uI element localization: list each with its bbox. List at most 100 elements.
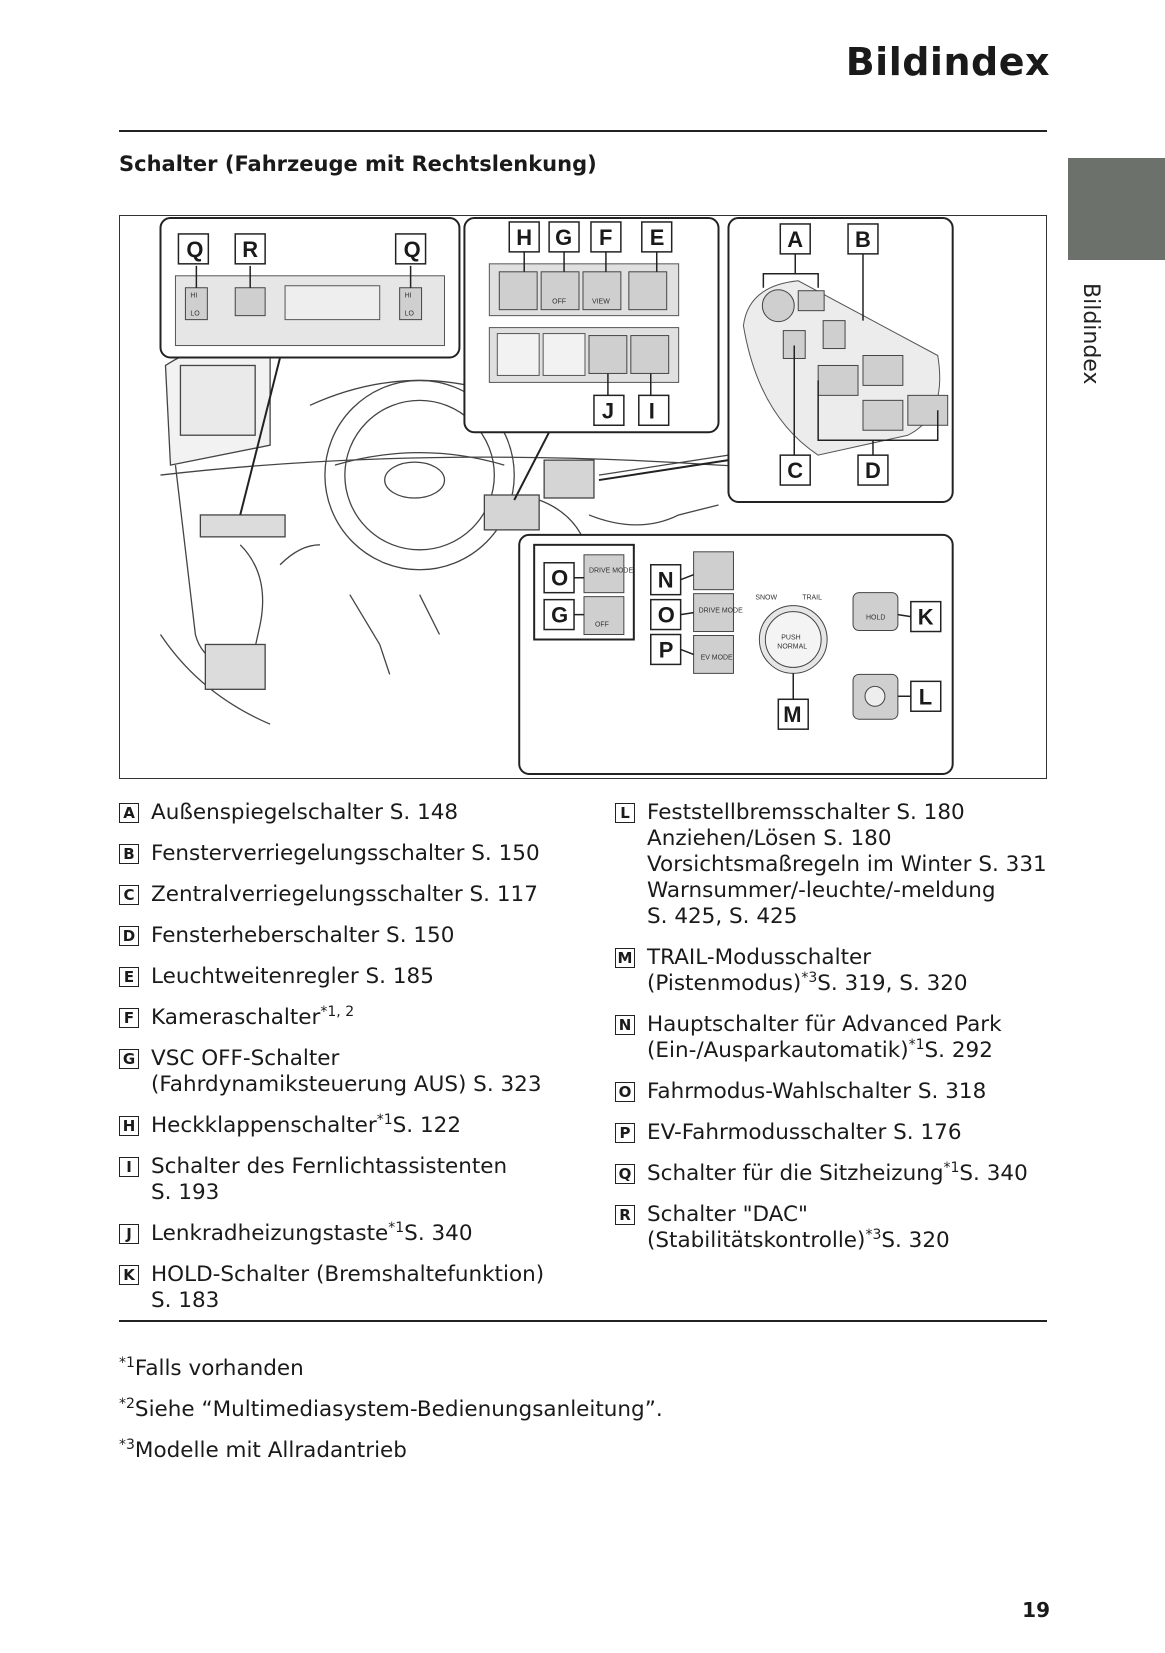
entry-text-5: S. 425, S. 425 bbox=[647, 904, 798, 929]
index-entry-h: H Heckklappenschalter*1S. 122 bbox=[119, 1113, 589, 1139]
letter-box: J bbox=[119, 1224, 139, 1244]
callout-a: A bbox=[787, 227, 803, 252]
entry-text: Hauptschalter für Advanced Park bbox=[647, 1012, 1002, 1037]
letter-box: M bbox=[615, 948, 635, 968]
callout-l: L bbox=[919, 684, 932, 709]
hold-text: HOLD bbox=[866, 615, 885, 622]
vsc-off-text: OFF bbox=[552, 299, 566, 306]
footnote-mark: *2 bbox=[119, 1396, 135, 1412]
entry-text-2: (Ein-/Ausparkautomatik) bbox=[647, 1038, 909, 1063]
panel-center-switches: OFF VIEW H G F E J I bbox=[463, 216, 720, 501]
entry-text: VSC OFF-Schalter bbox=[151, 1046, 340, 1071]
callout-e: E bbox=[650, 225, 665, 250]
footnote-2: *2Siehe “Multimediasystem-Bedienungsanle… bbox=[119, 1396, 663, 1423]
callout-p: P bbox=[659, 637, 674, 662]
entry-text: Leuchtweitenregler S. 185 bbox=[151, 964, 434, 989]
letter-box: P bbox=[615, 1123, 635, 1143]
callout-g-top: G bbox=[555, 225, 572, 250]
normal-text: NORMAL bbox=[777, 643, 807, 650]
footnote-ref: *3 bbox=[801, 970, 818, 986]
footnote-ref: *3 bbox=[865, 1227, 882, 1243]
footnotes: *1Falls vorhanden *2Siehe “Multimediasys… bbox=[119, 1355, 663, 1478]
callout-c: C bbox=[787, 458, 803, 483]
panel-console-switches: DRIVE MODE OFF O G DRIVE MODE EV MODE N … bbox=[518, 533, 954, 776]
letter-box: C bbox=[119, 885, 139, 905]
header-divider bbox=[119, 130, 1047, 132]
callout-h: H bbox=[516, 225, 532, 250]
push-text: PUSH bbox=[781, 634, 800, 641]
letter-box: I bbox=[119, 1157, 139, 1177]
index-entry-o: O Fahrmodus-Wahlschalter S. 318 bbox=[615, 1079, 1055, 1105]
section-thumb-tab bbox=[1068, 158, 1165, 260]
entry-text-3: Vorsichtsmaßregeln im Winter S. 331 bbox=[647, 852, 1047, 877]
entry-text: Schalter für die Sitzheizung bbox=[647, 1161, 944, 1186]
letter-box: E bbox=[119, 967, 139, 987]
footnote-text: Modelle mit Allradantrieb bbox=[134, 1438, 407, 1463]
index-column-left: A Außenspiegelschalter S. 148 B Fensterv… bbox=[119, 800, 589, 1329]
callout-n: N bbox=[658, 568, 674, 593]
page-ref: S. 320 bbox=[881, 1228, 950, 1253]
entry-text: Feststellbremsschalter S. 180 bbox=[647, 800, 965, 825]
footnote-ref: *1, 2 bbox=[320, 1004, 355, 1020]
entry-text-2: Anziehen/Lösen S. 180 bbox=[647, 826, 892, 851]
callout-g-bottom: G bbox=[551, 603, 568, 628]
index-entry-c: C Zentralverriegelungsschalter S. 117 bbox=[119, 882, 589, 908]
panel-seat-heaters: HI LO HI LO Q R Q bbox=[159, 216, 461, 516]
callout-f: F bbox=[599, 225, 612, 250]
letter-box: G bbox=[119, 1049, 139, 1069]
panel-door-switches: A B C D bbox=[598, 216, 954, 503]
footnote-ref: *1 bbox=[908, 1037, 925, 1053]
entry-text: Schalter "DAC" bbox=[647, 1202, 808, 1227]
index-entry-f: F Kameraschalter*1, 2 bbox=[119, 1005, 589, 1031]
footnote-ref: *1 bbox=[388, 1220, 405, 1236]
callout-k: K bbox=[918, 605, 934, 630]
entry-text: Kameraschalter bbox=[151, 1005, 321, 1030]
lo-label-right: LO bbox=[405, 311, 415, 318]
index-entry-a: A Außenspiegelschalter S. 148 bbox=[119, 800, 589, 826]
lo-label-left: LO bbox=[190, 311, 200, 318]
callout-r: R bbox=[242, 237, 258, 262]
entry-text: Schalter des Fernlichtassistenten bbox=[151, 1154, 508, 1179]
entry-text: HOLD-Schalter (Bremshaltefunktion) bbox=[151, 1262, 545, 1287]
hi-label-left: HI bbox=[190, 293, 197, 300]
letter-box: B bbox=[119, 844, 139, 864]
footnote-text: Falls vorhanden bbox=[134, 1356, 304, 1381]
footnote-ref: *1 bbox=[943, 1160, 960, 1176]
letter-box: F bbox=[119, 1008, 139, 1028]
letter-box: A bbox=[119, 803, 139, 823]
index-entry-j: J Lenkradheizungstaste*1S. 340 bbox=[119, 1221, 589, 1247]
page-ref: S. 319, S. 320 bbox=[817, 971, 968, 996]
letter-box: H bbox=[119, 1116, 139, 1136]
entry-text: Außenspiegelschalter S. 148 bbox=[151, 800, 459, 825]
footnote-mark: *1 bbox=[119, 1355, 135, 1371]
letter-box: K bbox=[119, 1265, 139, 1285]
side-tab-label: Bildindex bbox=[1078, 283, 1103, 385]
letter-box: Q bbox=[615, 1164, 635, 1184]
entry-text: Zentralverriegelungsschalter S. 117 bbox=[151, 882, 538, 907]
entry-text-4: Warnsummer/-leuchte/-meldung bbox=[647, 878, 996, 903]
entry-text-2: (Stabilitätskontrolle) bbox=[647, 1228, 866, 1253]
index-column-right: L Feststellbremsschalter S. 180 Anziehen… bbox=[615, 800, 1055, 1269]
letter-box: L bbox=[615, 803, 635, 823]
index-entry-p: P EV-Fahrmodusschalter S. 176 bbox=[615, 1120, 1055, 1146]
index-entry-l: L Feststellbremsschalter S. 180 Anziehen… bbox=[615, 800, 1055, 930]
index-entry-e: E Leuchtweitenregler S. 185 bbox=[119, 964, 589, 990]
callout-j: J bbox=[602, 398, 614, 423]
page-title: Bildindex bbox=[845, 40, 1050, 84]
footnote-mark: *3 bbox=[119, 1437, 135, 1453]
page-ref: S. 340 bbox=[404, 1221, 473, 1246]
entry-text: Fensterheberschalter S. 150 bbox=[151, 923, 455, 948]
entry-text-2: S. 183 bbox=[151, 1288, 220, 1313]
callout-o-left: O bbox=[551, 566, 568, 591]
callout-d: D bbox=[865, 458, 881, 483]
page-ref: S. 292 bbox=[924, 1038, 993, 1063]
entry-text-2: (Pistenmodus) bbox=[647, 971, 802, 996]
page-ref: S. 340 bbox=[959, 1161, 1028, 1186]
entry-text: Fahrmodus-Wahlschalter S. 318 bbox=[647, 1079, 987, 1104]
drive-mode-text-right: DRIVE MODE bbox=[699, 608, 743, 615]
callout-i: I bbox=[649, 398, 655, 423]
callout-o-right: O bbox=[658, 603, 675, 628]
vsc-off-text-left: OFF bbox=[595, 622, 609, 629]
index-entry-m: M TRAIL-Modusschalter(Pistenmodus)*3S. 3… bbox=[615, 945, 1055, 997]
